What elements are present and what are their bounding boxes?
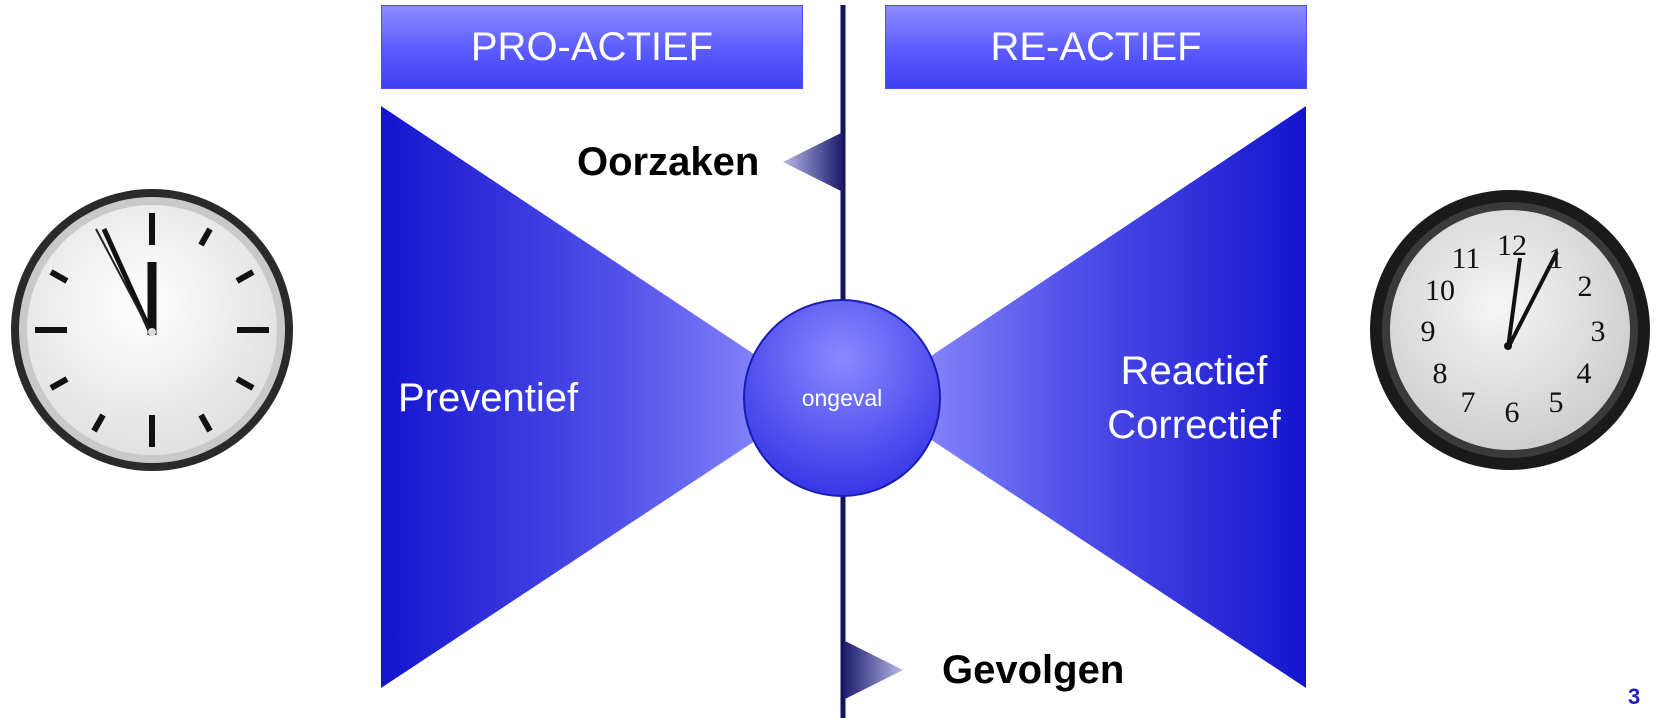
page-number: 3: [1628, 684, 1641, 709]
correctief-line: Correctief: [1107, 403, 1281, 447]
right-wing: [868, 106, 1306, 688]
svg-text:10: 10: [1425, 274, 1455, 307]
ongeval-label: ongeval: [801, 384, 883, 411]
svg-text:5: 5: [1549, 386, 1564, 419]
svg-text:1: 1: [1549, 242, 1564, 275]
right-clock-icon: 12 1 2 3 4 5 6 7 8 9 10 11: [1370, 190, 1650, 470]
re-actief-header: RE-ACTIEF: [885, 5, 1307, 89]
svg-text:11: 11: [1452, 242, 1481, 275]
svg-text:12: 12: [1497, 229, 1527, 262]
oorzaken-label: Oorzaken: [577, 140, 760, 184]
top-marker-flag: [783, 132, 843, 192]
svg-text:2: 2: [1578, 270, 1593, 303]
reactief-correctief-label: Reactief Correctief: [1094, 344, 1294, 452]
preventief-label: Preventief: [398, 376, 579, 420]
svg-text:7: 7: [1461, 386, 1476, 419]
reactief-line: Reactief: [1120, 349, 1268, 393]
center-circle: [743, 299, 941, 497]
svg-text:4: 4: [1577, 357, 1592, 390]
left-clock-icon: [11, 189, 293, 471]
svg-text:9: 9: [1421, 315, 1436, 348]
svg-text:8: 8: [1433, 357, 1448, 390]
gevolgen-label: Gevolgen: [942, 648, 1125, 692]
svg-text:3: 3: [1591, 315, 1606, 348]
svg-text:6: 6: [1505, 396, 1520, 429]
bottom-marker-flag: [843, 640, 903, 700]
left-wing: [381, 106, 820, 688]
pro-actief-header: PRO-ACTIEF: [381, 5, 803, 89]
